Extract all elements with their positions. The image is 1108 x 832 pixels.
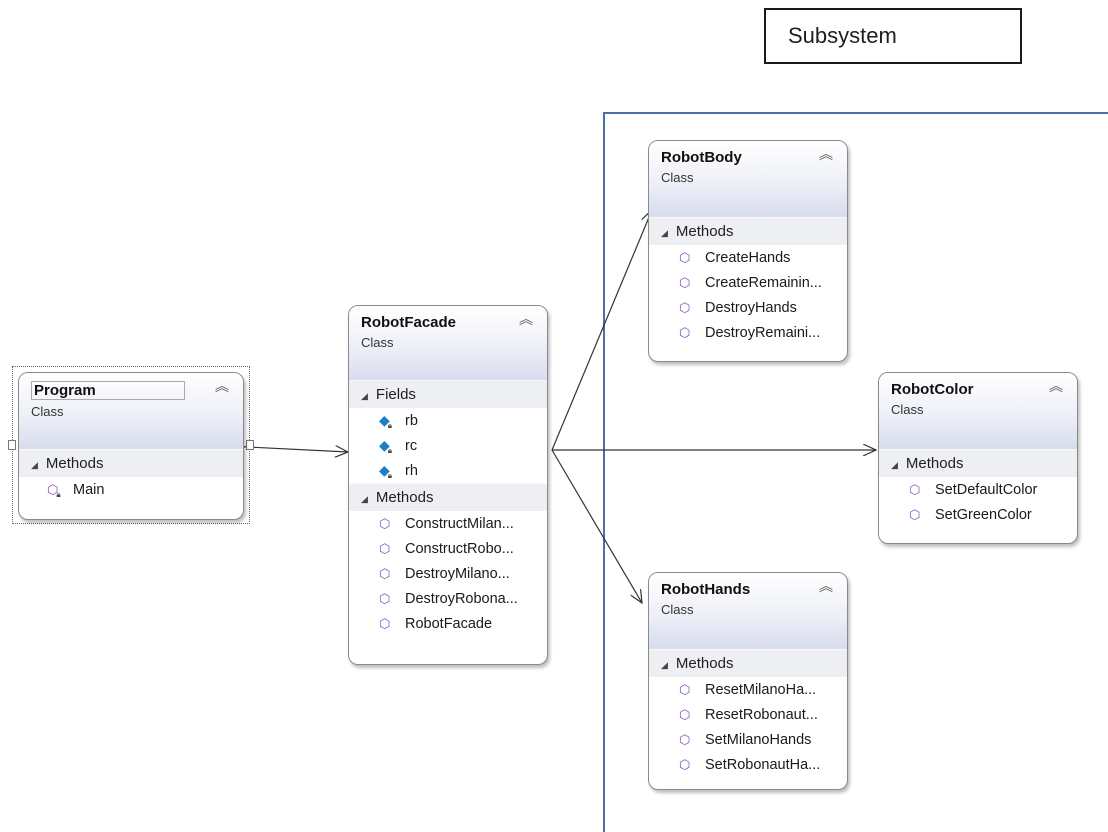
expand-triangle-icon: ◢ [361,391,368,401]
class-stereotype: Class [891,402,924,417]
expand-triangle-icon: ◢ [361,494,368,504]
resize-handle-right[interactable] [246,440,254,450]
method-cube-icon: ⬡ [679,757,691,772]
method-cube-icon: ⬡ [379,516,391,531]
lock-icon: 🔒︎ [387,446,393,455]
class-name: Program [31,381,185,400]
expand-triangle-icon: ◢ [661,228,668,238]
facade-to-hands-arrow [551,449,642,603]
resize-handle-left[interactable] [8,440,16,450]
class-stereotype: Class [661,170,694,185]
field-item[interactable]: ◆🔒︎rh [349,458,547,483]
method-item[interactable]: ⬡CreateRemainin... [649,270,847,295]
lock-icon: 🔒︎ [56,490,61,499]
methods-section-header[interactable]: ◢Methods [649,217,847,245]
method-cube-icon: ⬡ [679,732,691,747]
field-icon: ◆🔒︎ [379,412,393,430]
class-robotfacade[interactable]: RobotFacade Class ︽ ◢Fields ◆🔒︎rb ◆🔒︎rc … [348,305,548,665]
collapse-icon[interactable]: ︽ [519,312,533,328]
method-item[interactable]: ⬡SetMilanoHands [649,727,847,752]
method-cube-icon: ⬡ [379,616,391,631]
class-robotcolor[interactable]: RobotColor Class ︽ ◢Methods ⬡SetDefaultC… [878,372,1078,544]
method-cube-icon: ⬡ [679,300,691,315]
class-stereotype: Class [361,335,394,350]
subsystem-label: Subsystem [764,8,1022,64]
fields-section-header[interactable]: ◢Fields [349,380,547,408]
method-cube-icon: ⬡ [679,250,691,265]
class-program[interactable]: Program Class ︽ ◢Methods ⬡🔒︎Main [18,372,244,520]
class-name: RobotHands [661,581,751,598]
expand-triangle-icon: ◢ [31,460,38,470]
class-robotbody[interactable]: RobotBody Class ︽ ◢Methods ⬡CreateHands … [648,140,848,362]
field-icon: ◆🔒︎ [379,437,393,455]
method-item[interactable]: ⬡🔒︎Main [19,477,243,502]
method-cube-icon: ⬡ [379,566,391,581]
method-item[interactable]: ⬡SetDefaultColor [879,477,1077,502]
field-item[interactable]: ◆🔒︎rb [349,408,547,433]
method-item[interactable]: ⬡ResetRobonaut... [649,702,847,727]
methods-section-header[interactable]: ◢Methods [19,449,243,477]
class-robothands[interactable]: RobotHands Class ︽ ◢Methods ⬡ResetMilano… [648,572,848,790]
collapse-icon[interactable]: ︽ [819,579,833,595]
expand-triangle-icon: ◢ [661,660,668,670]
class-name: RobotColor [891,381,974,398]
method-cube-icon: ⬡ [379,541,391,556]
method-item[interactable]: ⬡DestroyMilano... [349,561,547,586]
class-name: RobotBody [661,149,742,166]
method-item[interactable]: ⬡ConstructMilan... [349,511,547,536]
method-cube-icon: ⬡🔒︎ [47,482,61,499]
method-cube-icon: ⬡ [679,325,691,340]
method-cube-icon: ⬡ [679,707,691,722]
lock-icon: 🔒︎ [387,471,393,480]
method-cube-icon: ⬡ [679,275,691,290]
method-item[interactable]: ⬡SetRobonautHa... [649,752,847,777]
method-item[interactable]: ⬡DestroyHands [649,295,847,320]
method-item[interactable]: ⬡RobotFacade [349,611,547,636]
expand-triangle-icon: ◢ [891,460,898,470]
methods-section-header[interactable]: ◢Methods [649,649,847,677]
method-cube-icon: ⬡ [909,482,921,497]
collapse-icon[interactable]: ︽ [819,147,833,163]
collapse-icon[interactable]: ︽ [1049,379,1063,395]
method-item[interactable]: ⬡DestroyRemaini... [649,320,847,345]
method-cube-icon: ⬡ [679,682,691,697]
method-item[interactable]: ⬡DestroyRobona... [349,586,547,611]
subsystem-boundary [603,112,1108,832]
field-item[interactable]: ◆🔒︎rc [349,433,547,458]
class-stereotype: Class [661,602,694,617]
lock-icon: 🔒︎ [387,421,393,430]
method-item[interactable]: ⬡SetGreenColor [879,502,1077,527]
method-item[interactable]: ⬡ConstructRobo... [349,536,547,561]
method-item[interactable]: ⬡CreateHands [649,245,847,270]
method-item[interactable]: ⬡ResetMilanoHa... [649,677,847,702]
program-selection-frame[interactable] [8,366,254,524]
collapse-icon[interactable]: ︽ [215,379,229,395]
method-cube-icon: ⬡ [909,507,921,522]
class-name: RobotFacade [361,314,457,331]
class-stereotype: Class [31,404,64,419]
field-icon: ◆🔒︎ [379,462,393,480]
method-cube-icon: ⬡ [379,591,391,606]
methods-section-header[interactable]: ◢Methods [879,449,1077,477]
methods-section-header[interactable]: ◢Methods [349,483,547,511]
facade-to-body-arrow [551,210,652,451]
